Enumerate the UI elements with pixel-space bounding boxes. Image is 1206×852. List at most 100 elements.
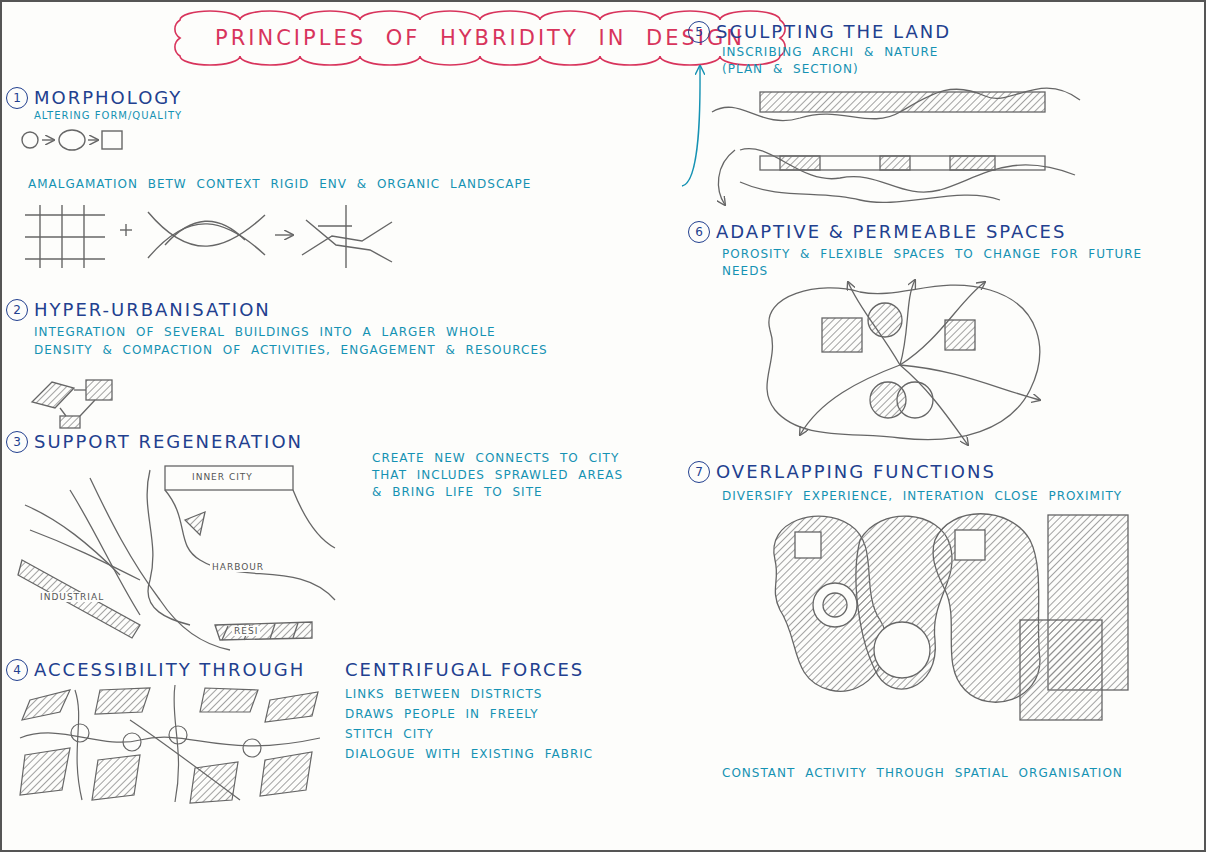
permeable-spaces-sketch-stroke-stroke xyxy=(848,282,900,365)
title-cloud-stroke xyxy=(175,11,785,65)
permeable-spaces-sketch-stroke xyxy=(945,320,975,350)
permeable-spaces-sketch-stroke xyxy=(822,318,862,352)
harbour-site-sketch-stroke xyxy=(293,623,298,638)
permeable-spaces-sketch-stroke xyxy=(870,382,906,418)
sculpting-sketch-stroke xyxy=(718,150,735,205)
morphology-sketch-stroke xyxy=(318,225,352,226)
hyper-urbanisation-sketch-stroke xyxy=(32,382,74,408)
callout-number: 5 xyxy=(688,21,710,43)
principle-heading: SCULPTING THE LAND xyxy=(716,22,951,42)
accessibility-sketch xyxy=(20,685,320,803)
harbour-site-sketch-stroke xyxy=(18,560,140,638)
principle-heading: OVERLAPPING FUNCTIONS xyxy=(716,462,996,482)
harbour-site-sketch-stroke xyxy=(270,624,275,639)
callout-number: 3 xyxy=(6,431,28,453)
morphology-sketch-stroke xyxy=(302,222,392,255)
sculpting-sketch-stroke xyxy=(950,156,995,170)
accessibility-sketch-stroke xyxy=(71,724,89,742)
principle-text: INTEGRATION OF SEVERAL BUILDINGS INTO A … xyxy=(34,324,496,341)
accessibility-sketch-stroke xyxy=(265,692,318,722)
morphology-sketch-stroke xyxy=(148,224,265,258)
callout-number: 6 xyxy=(688,221,710,243)
harbour-site-sketch-stroke xyxy=(30,530,140,580)
title: PRINCIPLES OF HYBRIDITY IN DESIGN xyxy=(180,26,780,50)
principle-text: CONSTANT ACTIVITY THROUGH SPATIAL ORGANI… xyxy=(722,765,1123,782)
accessibility-sketch-stroke xyxy=(20,748,70,795)
permeable-spaces-sketch xyxy=(767,280,1040,445)
hyper-urbanisation-sketch-stroke xyxy=(86,380,112,400)
permeable-spaces-sketch-stroke xyxy=(897,382,933,418)
morphology-sketch-stroke xyxy=(25,258,105,259)
accessibility-sketch-stroke xyxy=(169,726,187,744)
permeable-spaces-sketch-stroke xyxy=(868,303,902,337)
morphology-sketch-stroke xyxy=(22,132,38,148)
accessibility-sketch-stroke xyxy=(243,739,261,757)
sculpting-sketch-stroke xyxy=(740,182,1000,202)
accessibility-sketch-stroke xyxy=(92,755,140,800)
harbour-site-sketch xyxy=(18,466,335,650)
harbour-site-sketch-stroke xyxy=(215,622,312,640)
morphology-sketch-stroke xyxy=(59,130,85,150)
accessibility-sketch-stroke xyxy=(75,690,82,800)
map-label: INDUSTRIAL xyxy=(38,592,106,602)
morphology-sketch-stroke xyxy=(25,214,105,215)
overlapping-functions-sketch-stroke xyxy=(813,583,857,627)
harbour-site-sketch-stroke xyxy=(25,505,120,575)
principle-heading: HYPER-URBANISATION xyxy=(34,300,271,320)
accessibility-sketch-stroke xyxy=(123,733,141,751)
principle-heading: ACCESSIBILITY THROUGH xyxy=(34,660,305,680)
harbour-site-sketch-stroke xyxy=(165,490,335,600)
harbour-site-sketch-stroke xyxy=(222,626,228,640)
principle-heading: ADAPTIVE & PERMEABLE SPACES xyxy=(716,222,1066,242)
principle-text: INSCRIBING ARCHI & NATURE (PLAN & SECTIO… xyxy=(722,44,967,78)
link-arrow xyxy=(682,66,700,186)
accessibility-sketch-stroke xyxy=(200,688,258,712)
sculpting-sketch-stroke xyxy=(760,92,1045,112)
principle-text: DRAWS PEOPLE IN FREELY xyxy=(345,706,539,723)
morphology-sketch-stroke xyxy=(125,224,126,236)
principle-text: DIVERSIFY EXPERIENCE, INTERATION CLOSE P… xyxy=(722,488,1122,505)
permeable-spaces-sketch-stroke-stroke xyxy=(900,282,985,365)
callout-number: 4 xyxy=(6,659,28,681)
permeable-spaces-sketch-stroke-stroke xyxy=(800,365,900,435)
callout-number: 1 xyxy=(6,87,28,109)
overlapping-functions-sketch-stroke xyxy=(874,622,930,678)
morphology-sketch-stroke xyxy=(275,234,293,235)
overlapping-functions-sketch xyxy=(774,514,1128,720)
map-label: RESI xyxy=(232,626,260,636)
principle-heading: CENTRIFUGAL FORCES xyxy=(345,660,584,680)
morphology-sketch-stroke xyxy=(345,205,346,268)
permeable-spaces-sketch-stroke xyxy=(800,280,1040,445)
harbour-site-sketch-stroke xyxy=(185,512,205,535)
principle-text: STITCH CITY xyxy=(345,726,434,743)
morphology-sketch-stroke xyxy=(102,131,122,149)
principle-text: CREATE NEW CONNECTS TO CITY THAT INCLUDE… xyxy=(372,450,627,500)
accessibility-sketch-stroke xyxy=(130,720,240,800)
sculpting-sketch-stroke xyxy=(880,156,910,170)
accessibility-sketch-stroke xyxy=(22,690,70,720)
map-label: HARBOUR xyxy=(210,562,266,572)
principle-text: DIALOGUE WITH EXISTING FABRIC xyxy=(345,746,593,763)
permeable-spaces-sketch-stroke-stroke xyxy=(900,365,968,445)
overlapping-functions-sketch-stroke xyxy=(1020,620,1102,720)
principle-text: AMALGAMATION BETW CONTEXT RIGID ENV & OR… xyxy=(28,176,531,193)
morphology-sketch xyxy=(22,130,392,268)
morphology-sketch-stroke xyxy=(25,236,105,237)
map-label: INNER CITY xyxy=(190,472,255,482)
overlapping-functions-sketch-stroke xyxy=(823,593,847,617)
hyper-urbanisation-sketch xyxy=(32,380,112,428)
harbour-site-sketch-stroke xyxy=(165,466,293,490)
callout-number: 2 xyxy=(6,299,28,321)
morphology-sketch-stroke xyxy=(42,139,54,140)
principle-text: LINKS BETWEEN DISTRICTS xyxy=(345,686,542,703)
hyper-urbanisation-sketch-stroke xyxy=(60,416,80,428)
principle-text: POROSITY & FLEXIBLE SPACES TO CHANGE FOR… xyxy=(722,246,1167,280)
principle-text: DENSITY & COMPACTION OF ACTIVITIES, ENGA… xyxy=(34,342,548,359)
morphology-sketch-stroke xyxy=(88,139,98,140)
overlapping-functions-sketch-stroke xyxy=(795,532,821,558)
harbour-site-sketch-stroke xyxy=(293,490,335,548)
hyper-urbanisation-sketch-stroke xyxy=(74,389,86,390)
harbour-site-sketch-stroke xyxy=(147,470,190,625)
